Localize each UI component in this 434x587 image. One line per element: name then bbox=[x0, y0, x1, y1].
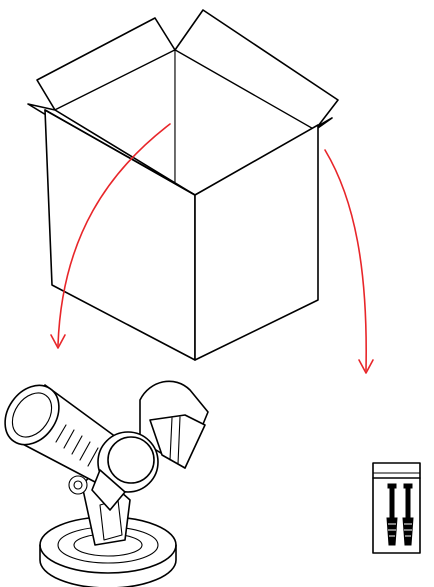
arrow-box-to-hardware bbox=[325, 150, 366, 370]
light-fixture-icon bbox=[0, 375, 208, 587]
hardware-bag bbox=[373, 463, 420, 553]
open-box-icon bbox=[28, 10, 338, 360]
hardware-bag-icon bbox=[373, 463, 420, 553]
